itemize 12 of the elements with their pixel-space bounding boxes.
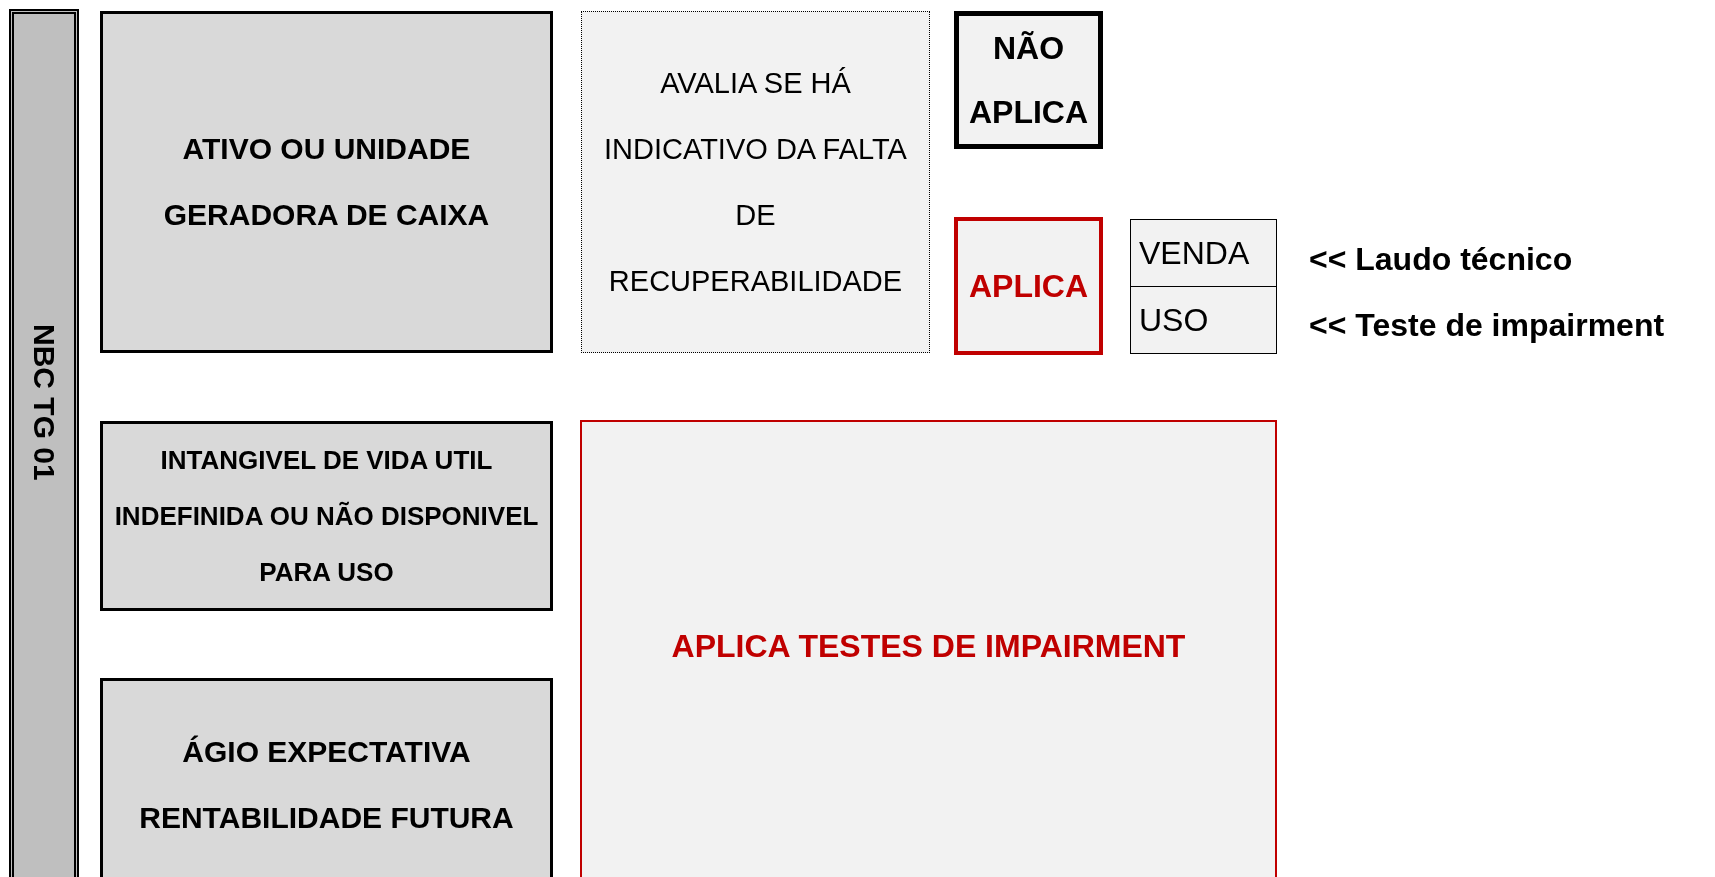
note-text: << Laudo técnico: [1309, 240, 1573, 279]
result-box: APLICA TESTES DE IMPAIRMENT: [580, 420, 1277, 877]
process-box: AVALIA SE HÁ INDICATIVO DA FALTA DE RECUPERABILIDADE: [581, 11, 930, 353]
outcome-box: NÃO APLICA: [954, 11, 1103, 149]
table-cell: USO: [1130, 286, 1277, 354]
outcome-box: APLICA: [954, 217, 1103, 355]
table-cell: VENDA: [1130, 219, 1277, 287]
vertical-title-bar: NBC TG 01: [9, 9, 79, 877]
note-text: << Teste de impairment: [1309, 306, 1665, 345]
category-box: ATIVO OU UNIDADE GERADORA DE CAIXA: [100, 11, 553, 353]
category-box: INTANGIVEL DE VIDA UTIL INDEFINIDA OU NÃO DISPONIVEL PARA USO: [100, 421, 553, 611]
category-box: ÁGIO EXPECTATIVA RENTABILIDADE FUTURA: [100, 678, 553, 877]
